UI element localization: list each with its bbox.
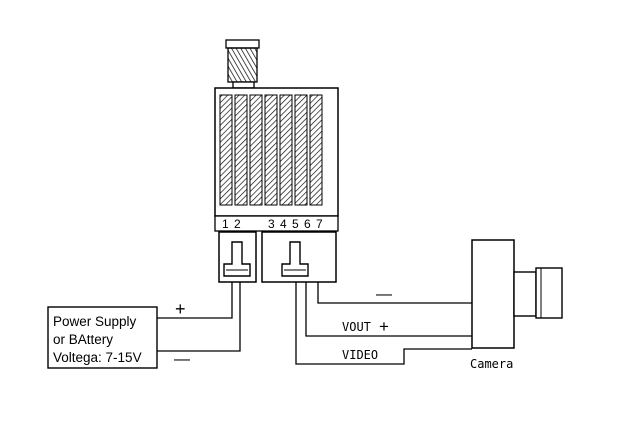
antenna-connector (225, 39, 260, 89)
video-label: VIDEO (342, 348, 378, 362)
pin-label-3: 3 (268, 217, 275, 231)
wire-ground (317, 282, 472, 304)
pin-label-6: 6 (304, 217, 311, 231)
wire-power-minus (157, 282, 241, 352)
pin-label-7: 7 (316, 217, 323, 231)
wire-power-plus (157, 282, 233, 319)
pin-label-5: 5 (292, 217, 299, 231)
camera-body (471, 239, 563, 349)
wire-video (295, 282, 472, 365)
power-connector (218, 231, 257, 283)
ground-minus-sign: — (376, 286, 392, 303)
wire-vout (305, 282, 472, 337)
wires (157, 282, 472, 365)
video-connector (261, 231, 337, 283)
power-plus-sign: + (175, 299, 186, 319)
power-supply-line-2: or BAttery (53, 332, 113, 347)
power-supply-line-3: Voltega: 7-15V (53, 350, 142, 365)
vout-plus-sign: + (379, 317, 389, 336)
power-minus-sign: — (174, 351, 190, 368)
pin-label-1: 1 (222, 217, 229, 231)
pin-label-2: 2 (234, 217, 241, 231)
transmitter-module (214, 87, 339, 232)
pin-labels: 1 2 3 4 5 6 7 (222, 217, 323, 231)
pin-label-4: 4 (280, 217, 287, 231)
power-supply-line-1: Power Supply (53, 314, 137, 329)
vout-label: VOUT (342, 320, 371, 334)
camera-label: Camera (470, 357, 513, 371)
power-supply-box: Power Supply or BAttery Voltega: 7-15V (47, 306, 158, 369)
